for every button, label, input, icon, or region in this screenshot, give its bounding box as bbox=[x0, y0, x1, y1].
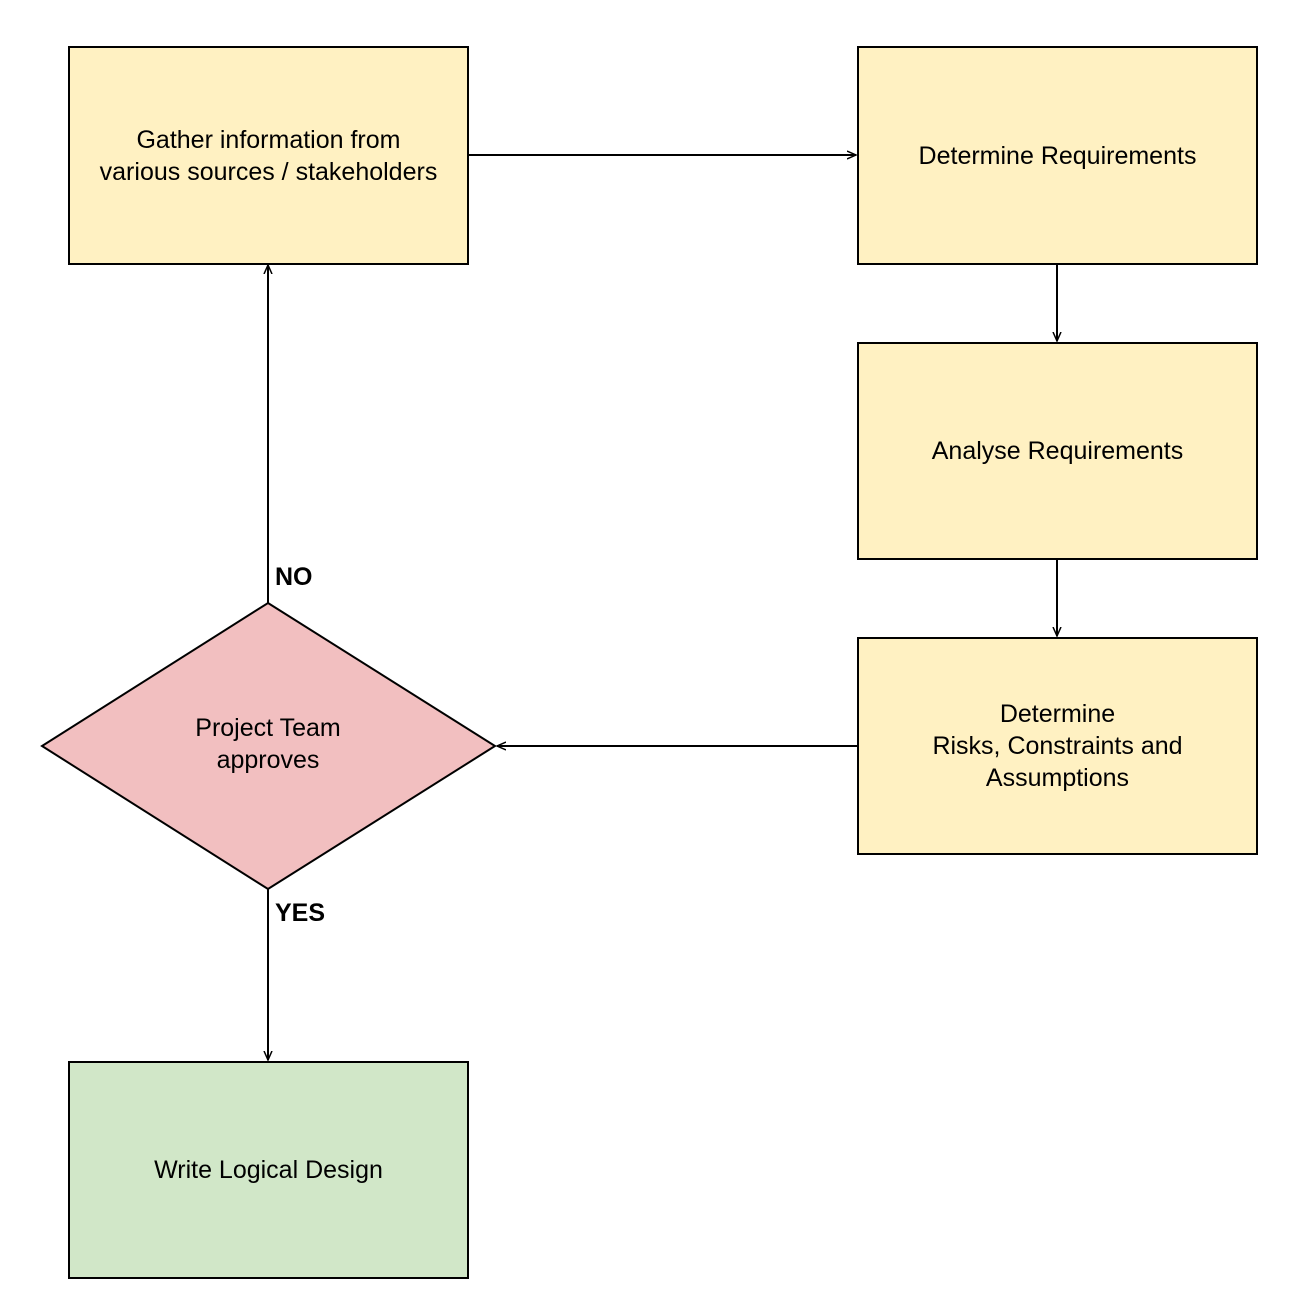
node-gather-information: Gather information from various sources … bbox=[68, 46, 469, 265]
edge-label-yes: YES bbox=[275, 899, 326, 927]
node-write-logical-design-label: Write Logical Design bbox=[154, 1156, 383, 1184]
node-determine-requirements: Determine Requirements bbox=[857, 46, 1258, 265]
node-gather-information-label: Gather information from various sources … bbox=[99, 125, 438, 186]
node-determine-requirements-label: Determine Requirements bbox=[918, 141, 1197, 170]
node-analyse-requirements: Analyse Requirements bbox=[857, 342, 1258, 560]
node-analyse-requirements-label: Analyse Requirements bbox=[931, 437, 1184, 465]
node-determine-risks-label: Determine Risks, Constraints and Assumpt… bbox=[932, 700, 1183, 792]
node-write-logical-design: Write Logical Design bbox=[68, 1061, 469, 1279]
node-determine-risks: Determine Risks, Constraints and Assumpt… bbox=[857, 637, 1258, 855]
edge-label-no: NO bbox=[275, 563, 313, 591]
decision-label: Project Team approves bbox=[195, 714, 341, 774]
